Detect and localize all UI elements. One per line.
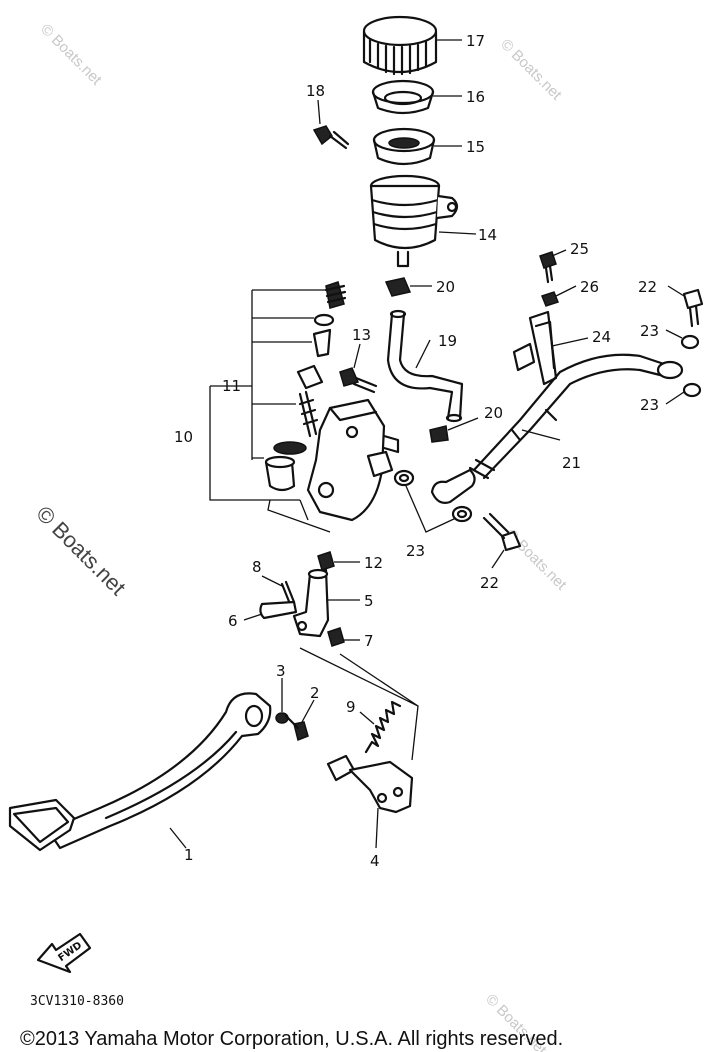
callout-20: 20 xyxy=(484,404,503,422)
part-master-cylinder[interactable] xyxy=(306,398,400,522)
diagram-code: 3CV1310-8360 xyxy=(30,994,124,1009)
part-return-spring[interactable] xyxy=(364,700,402,754)
callout-23: 23 xyxy=(640,322,659,340)
callout-labels: 17 16 15 18 14 20 19 13 11 10 20 21 25 2… xyxy=(174,32,659,870)
callout-17: 17 xyxy=(466,32,485,50)
callout-15: 15 xyxy=(466,138,485,156)
callout-23: 23 xyxy=(406,542,425,560)
callout-12: 12 xyxy=(364,554,383,572)
part-pedal-shaft[interactable] xyxy=(326,754,414,814)
callout-4: 4 xyxy=(370,852,380,870)
callout-7: 7 xyxy=(364,632,374,650)
callout-18: 18 xyxy=(306,82,325,100)
callout-16: 16 xyxy=(466,88,485,106)
part-nut[interactable] xyxy=(317,551,335,571)
watermarks: © Boats.net © Boats.net © Boats.net © Bo… xyxy=(31,21,570,1052)
part-hose-holder[interactable] xyxy=(512,310,558,386)
callout-19: 19 xyxy=(438,332,457,350)
copyright-notice: ©2013 Yamaha Motor Corporation, U.S.A. A… xyxy=(20,1028,564,1050)
fwd-arrow-icon: FWD xyxy=(36,932,92,974)
watermark: © Boats.net xyxy=(497,36,565,104)
callout-23: 23 xyxy=(640,396,659,414)
callout-6: 6 xyxy=(228,612,238,630)
part-holder-nut[interactable] xyxy=(541,291,559,307)
callout-leaders xyxy=(169,39,685,849)
callout-20: 20 xyxy=(436,278,455,296)
part-brake-pedal[interactable] xyxy=(8,692,272,852)
callout-5: 5 xyxy=(364,592,374,610)
part-union-bolt[interactable] xyxy=(682,288,704,328)
callout-25: 25 xyxy=(570,240,589,258)
link-lines xyxy=(299,647,419,761)
part-reservoir-tank[interactable] xyxy=(369,174,459,268)
callout-9: 9 xyxy=(346,698,356,716)
part-pin[interactable] xyxy=(259,600,298,620)
part-union-bolt[interactable] xyxy=(482,512,522,552)
callout-13: 13 xyxy=(352,326,371,344)
callout-14: 14 xyxy=(478,226,497,244)
part-hose-clip[interactable] xyxy=(429,425,449,443)
part-holder-bolt[interactable] xyxy=(539,251,557,284)
part-diaphragm[interactable] xyxy=(372,127,436,166)
part-cotter-pin[interactable] xyxy=(280,580,296,606)
watermark: © Boats.net xyxy=(31,501,130,600)
part-reservoir-cap[interactable] xyxy=(362,15,438,76)
part-pedal-bolt[interactable] xyxy=(284,714,309,742)
part-brake-hose[interactable] xyxy=(430,353,684,504)
callout-11: 11 xyxy=(222,377,241,395)
part-reservoir-hose[interactable] xyxy=(386,309,464,423)
callout-10: 10 xyxy=(174,428,193,446)
callout-8: 8 xyxy=(252,558,262,576)
part-reservoir-screw[interactable] xyxy=(312,125,350,150)
part-diaphragm-holder[interactable] xyxy=(371,79,435,115)
callout-26: 26 xyxy=(580,278,599,296)
callout-24: 24 xyxy=(592,328,611,346)
watermark: © Boats.net xyxy=(37,21,105,89)
part-hose-clip[interactable] xyxy=(384,277,412,297)
callout-22: 22 xyxy=(480,574,499,592)
part-washers[interactable] xyxy=(393,334,702,523)
part-washer[interactable] xyxy=(275,712,289,724)
callout-3: 3 xyxy=(276,662,286,680)
part-bolt[interactable] xyxy=(339,367,378,394)
bracket-lines xyxy=(209,289,331,533)
callout-22: 22 xyxy=(638,278,657,296)
part-nut[interactable] xyxy=(327,627,345,647)
callout-1: 1 xyxy=(184,846,194,864)
callout-2: 2 xyxy=(310,684,320,702)
part-clevis[interactable] xyxy=(292,568,330,638)
part-piston-kit[interactable] xyxy=(264,281,347,492)
callout-21: 21 xyxy=(562,454,581,472)
